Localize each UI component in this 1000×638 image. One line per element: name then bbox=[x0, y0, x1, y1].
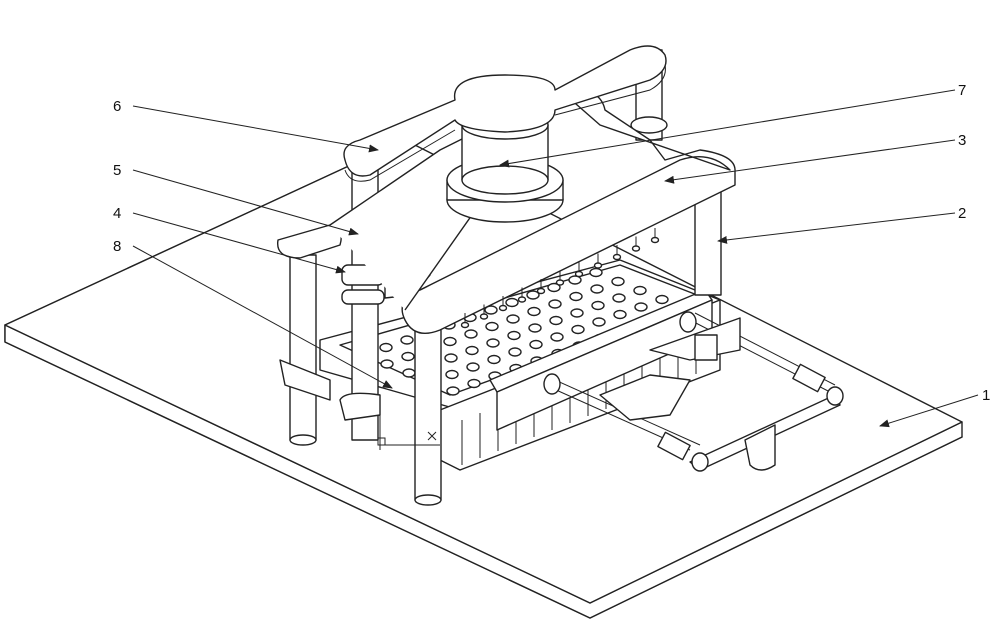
pin-tip bbox=[576, 272, 583, 277]
pin-tip bbox=[614, 255, 621, 260]
pin-tip bbox=[500, 306, 507, 311]
hole bbox=[507, 315, 519, 323]
hole bbox=[468, 380, 480, 388]
hole bbox=[634, 287, 646, 295]
hole bbox=[593, 318, 605, 326]
hole bbox=[572, 326, 584, 334]
hole bbox=[447, 387, 459, 395]
leader-2 bbox=[718, 213, 955, 241]
label-2: 2 bbox=[958, 206, 966, 221]
pin-tip bbox=[538, 289, 545, 294]
pin-tip bbox=[519, 297, 526, 302]
hole bbox=[551, 333, 563, 341]
hole bbox=[402, 353, 414, 361]
hole bbox=[656, 296, 668, 304]
hole bbox=[592, 302, 604, 310]
hole bbox=[530, 341, 542, 349]
hole bbox=[528, 308, 540, 316]
label-1: 1 bbox=[982, 388, 990, 403]
hole bbox=[467, 363, 479, 371]
hole bbox=[487, 339, 499, 347]
pin-tip bbox=[557, 280, 564, 285]
hole bbox=[444, 338, 456, 346]
hole bbox=[403, 369, 415, 377]
label-7: 7 bbox=[958, 83, 966, 98]
pin-tip bbox=[652, 238, 659, 243]
hole bbox=[488, 356, 500, 364]
label-6: 6 bbox=[113, 99, 121, 114]
hole bbox=[590, 269, 602, 277]
hole bbox=[613, 294, 625, 302]
hole bbox=[506, 299, 518, 307]
pin-tip bbox=[481, 314, 488, 319]
hole bbox=[570, 293, 582, 301]
leader-6 bbox=[133, 106, 378, 150]
hole bbox=[508, 332, 520, 340]
hole bbox=[635, 303, 647, 311]
hole bbox=[529, 324, 541, 332]
label-8: 8 bbox=[113, 239, 121, 254]
hole bbox=[381, 360, 393, 368]
hole bbox=[465, 330, 477, 338]
pin-tip bbox=[633, 246, 640, 251]
hole bbox=[549, 300, 561, 308]
hole bbox=[550, 317, 562, 325]
pin-tip bbox=[462, 323, 469, 328]
hole bbox=[612, 278, 624, 286]
hole bbox=[380, 344, 392, 352]
hole bbox=[446, 371, 458, 379]
label-3: 3 bbox=[958, 133, 966, 148]
hole bbox=[466, 347, 478, 355]
hole bbox=[614, 311, 626, 319]
hole bbox=[401, 336, 413, 344]
hole bbox=[571, 309, 583, 317]
label-5: 5 bbox=[113, 163, 121, 178]
label-4: 4 bbox=[113, 206, 121, 221]
pin-tip bbox=[595, 263, 602, 268]
hole bbox=[569, 276, 581, 284]
hole bbox=[445, 354, 457, 362]
hole bbox=[591, 285, 603, 293]
hole bbox=[486, 323, 498, 331]
hole bbox=[509, 348, 521, 356]
